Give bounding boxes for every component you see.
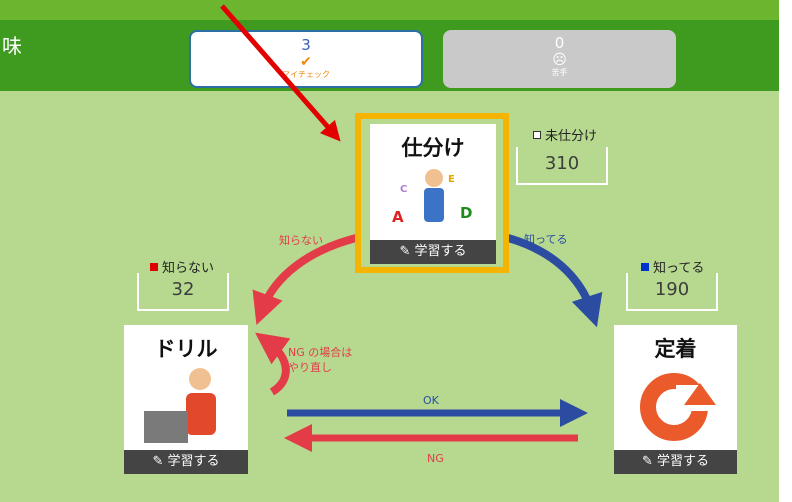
my-check-label: マイチェック — [282, 70, 330, 79]
checkmark-icon: ✔ — [300, 54, 312, 70]
studying-person-illustration — [144, 368, 216, 443]
weak-label: 苦手 — [551, 68, 568, 77]
sort-card[interactable]: 仕分け A D C E ✎ 学習する — [370, 124, 496, 264]
svg-text:D: D — [460, 204, 472, 222]
ng-label: NG — [427, 452, 444, 465]
drill-study-button[interactable]: ✎ 学習する — [124, 450, 248, 474]
drill-card-title: ドリル — [154, 337, 218, 361]
cycle-arrow-illustration — [640, 373, 718, 441]
pencil-icon: ✎ — [152, 454, 164, 469]
my-check-counter[interactable]: 3 ✔ マイチェック — [189, 30, 423, 88]
weak-counter[interactable]: 0 ☹ 苦手 — [443, 30, 676, 88]
sort-card-title: 仕分け — [401, 136, 465, 160]
arrow-retry — [255, 332, 291, 396]
fix-card[interactable]: 定着 ✎ 学習する — [614, 325, 737, 474]
known-count: 190 — [626, 273, 718, 311]
right-edge — [779, 0, 792, 502]
unknown-count: 32 — [137, 273, 229, 311]
ok-label: OK — [423, 394, 439, 407]
retry-note-line1: NG の場合は — [288, 346, 353, 359]
unsorted-count: 310 — [516, 147, 608, 185]
arrow-to-fix — [506, 234, 603, 328]
sad-face-icon: ☹ — [552, 52, 567, 68]
arrow-to-drill — [252, 234, 358, 325]
unknown-label: 知らない — [150, 257, 214, 276]
svg-text:E: E — [448, 174, 455, 185]
annotation-pointer-arrow — [220, 4, 341, 142]
unsorted-marker — [533, 131, 541, 139]
weak-count: 0 — [554, 34, 565, 52]
arrow-label-unknown: 知らない — [279, 234, 323, 247]
svg-text:C: C — [400, 184, 407, 195]
svg-text:A: A — [392, 208, 404, 226]
known-label: 知ってる — [641, 257, 704, 276]
known-marker — [641, 263, 649, 271]
sorting-person-illustration: A D C E — [392, 169, 472, 226]
top-strip — [0, 0, 779, 20]
unsorted-label: 未仕分け — [533, 125, 597, 144]
arrow-label-known: 知ってる — [524, 233, 568, 246]
highlight-frame — [355, 113, 509, 273]
retry-note-line2: やり直し — [288, 361, 332, 374]
fix-card-title: 定着 — [654, 337, 697, 361]
sort-study-button[interactable]: ✎ 学習する — [370, 240, 496, 264]
pencil-icon: ✎ — [641, 454, 653, 469]
fix-study-button[interactable]: ✎ 学習する — [614, 450, 737, 474]
my-check-count: 3 — [301, 36, 311, 54]
pencil-icon: ✎ — [399, 244, 411, 259]
drill-card[interactable]: ドリル ✎ 学習する — [124, 325, 248, 474]
unknown-marker — [150, 263, 158, 271]
header-title: 味 — [2, 34, 22, 58]
